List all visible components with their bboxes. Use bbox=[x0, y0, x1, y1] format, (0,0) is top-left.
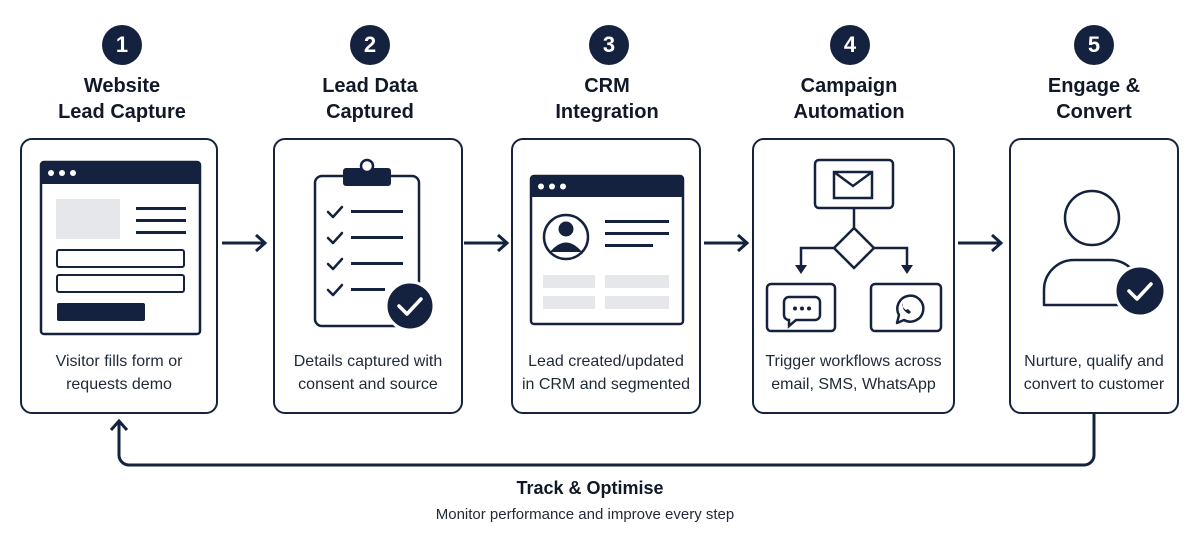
arrow-right-icon-4 bbox=[958, 233, 1004, 253]
step-4-title-line-1: Campaign bbox=[800, 75, 898, 97]
step-5-title-line-2: Convert bbox=[1056, 101, 1132, 123]
footer-title: Track & Optimise bbox=[516, 478, 664, 498]
step-3-title: CRM Integration bbox=[492, 73, 722, 125]
step-5-number: 5 bbox=[1087, 32, 1101, 57]
step-1-title: Website Lead Capture bbox=[7, 73, 237, 125]
step-2-description: Details captured with consent and source bbox=[275, 350, 461, 396]
web-form-icon bbox=[39, 160, 202, 336]
crm-profile-icon bbox=[529, 174, 685, 326]
step-5-number-badge: 5 bbox=[1074, 25, 1114, 65]
step-1-desc-line-2: requests demo bbox=[66, 376, 172, 393]
step-2-number: 2 bbox=[363, 32, 377, 57]
step-3-title-line-2: Integration bbox=[555, 101, 659, 123]
arrow-right-icon-2 bbox=[464, 233, 510, 253]
step-3-desc-line-1: Lead created/updated bbox=[528, 353, 684, 370]
step-5-card: Nurture, qualify and convert to customer bbox=[1009, 138, 1179, 414]
step-1-title-line-2: Lead Capture bbox=[58, 101, 186, 123]
step-5-desc-line-2: convert to customer bbox=[1023, 376, 1165, 393]
clipboard-checklist-icon bbox=[313, 158, 436, 332]
arrow-right-icon-3 bbox=[704, 233, 750, 253]
step-3-number: 3 bbox=[602, 32, 616, 57]
step-5-desc-line-1: Nurture, qualify and bbox=[1024, 353, 1164, 370]
step-1-title-line-1: Website bbox=[83, 75, 161, 97]
step-1-description: Visitor fills form or requests demo bbox=[22, 350, 216, 396]
workflow-icon bbox=[765, 158, 943, 333]
step-3-card: Lead created/updated in CRM and segmente… bbox=[511, 138, 701, 414]
step-2-card: Details captured with consent and source bbox=[273, 138, 463, 414]
step-2-title: Lead Data Captured bbox=[255, 73, 485, 125]
step-1-desc-line-1: Visitor fills form or bbox=[55, 353, 183, 370]
step-2-number-badge: 2 bbox=[350, 25, 390, 65]
step-2-title-line-1: Lead Data bbox=[322, 75, 418, 97]
step-4-desc-line-1: Trigger workflows across bbox=[765, 353, 942, 370]
step-3-description: Lead created/updated in CRM and segmente… bbox=[513, 350, 699, 396]
step-4-number: 4 bbox=[843, 32, 857, 57]
step-4-description: Trigger workflows across email, SMS, Wha… bbox=[754, 350, 953, 396]
step-4-desc-line-2: email, SMS, WhatsApp bbox=[771, 376, 936, 393]
step-4-number-badge: 4 bbox=[830, 25, 870, 65]
footer-subtitle: Monitor performance and improve every st… bbox=[435, 506, 735, 523]
step-1-number-badge: 1 bbox=[102, 25, 142, 65]
step-4-title: Campaign Automation bbox=[734, 73, 964, 125]
step-5-title: Engage & Convert bbox=[979, 73, 1200, 125]
step-2-title-line-2: Captured bbox=[326, 101, 414, 123]
step-4-title-line-2: Automation bbox=[793, 101, 905, 123]
step-3-title-line-1: CRM bbox=[584, 75, 630, 97]
step-3-number-badge: 3 bbox=[589, 25, 629, 65]
step-3-desc-line-2: in CRM and segmented bbox=[521, 376, 691, 393]
step-4-card: Trigger workflows across email, SMS, Wha… bbox=[752, 138, 955, 414]
step-2-desc-line-1: Details captured with bbox=[293, 353, 443, 370]
user-check-icon bbox=[1042, 189, 1167, 318]
step-1-number: 1 bbox=[115, 32, 129, 57]
arrow-right-icon-1 bbox=[222, 233, 268, 253]
step-2-desc-line-2: consent and source bbox=[298, 376, 438, 393]
step-1-card: Visitor fills form or requests demo bbox=[20, 138, 218, 414]
step-5-description: Nurture, qualify and convert to customer bbox=[1011, 350, 1177, 396]
step-5-title-line-1: Engage & bbox=[1047, 75, 1141, 97]
